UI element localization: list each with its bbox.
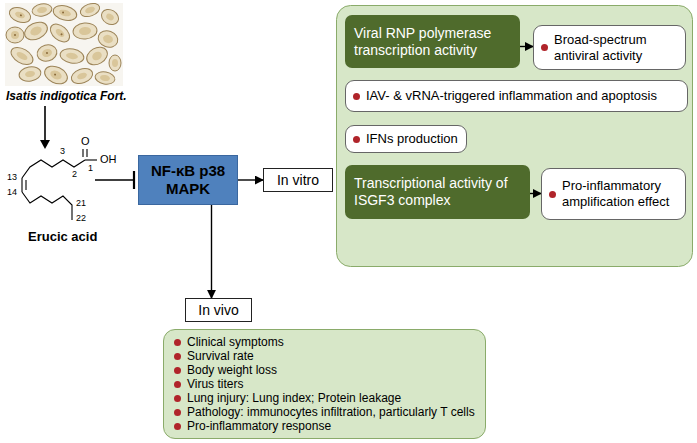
bullet-row: Survival rate	[174, 349, 475, 363]
locant-number: 1	[88, 164, 93, 173]
result-box: IFNs production	[345, 125, 467, 153]
node-text: Clinical symptoms	[187, 335, 475, 349]
erucic-acid-structure	[22, 149, 97, 220]
result-panel: Clinical symptomsSurvival rateBody weigh…	[163, 329, 486, 439]
bullet-dot	[541, 44, 548, 51]
compound-name: Erucic acid	[28, 230, 97, 243]
bullet-row: Pathology: immunocytes infiltration, par…	[174, 405, 475, 419]
panel-shapes	[337, 6, 693, 267]
bullet-dot	[549, 191, 556, 198]
locant-number: 13	[7, 173, 17, 182]
node-text: Pro-inflammatory amplification effect	[562, 178, 678, 209]
locant-number: 3	[60, 147, 65, 156]
bullet-row: IAV- & vRNA-triggered inflammation and a…	[353, 88, 680, 104]
result-box: Pro-inflammatory amplification effect	[541, 168, 686, 220]
bullet-dot	[174, 395, 181, 402]
arrow-connector	[520, 46, 533, 47]
node-text: IFNs production	[366, 131, 459, 147]
bullet-dot	[174, 381, 181, 388]
result-box: IAV- & vRNA-triggered inflammation and a…	[345, 80, 688, 112]
node-text: In vitro	[277, 172, 319, 189]
bullet-row: IFNs production	[353, 131, 459, 147]
arrow-connector	[211, 205, 212, 298]
locant-number: 22	[76, 214, 86, 223]
locant-number: 2	[72, 170, 77, 179]
section-tag: In vitro	[263, 168, 333, 192]
bullet-dot	[174, 409, 181, 416]
node-text: Transcriptional activity of ISGF3 comple…	[354, 175, 521, 209]
target-box: NF-κB p38 MAPK	[138, 155, 238, 205]
bullet-dot	[174, 353, 181, 360]
bullet-row: Lung injury: Lung index; Protein leakage	[174, 391, 475, 405]
locant-number: 21	[76, 199, 86, 208]
source-arrow	[40, 106, 50, 149]
bullet-dot	[174, 339, 181, 346]
arrow-connector	[238, 179, 263, 180]
mechanism-box: Viral RNP polymerase transcription activ…	[345, 15, 520, 68]
panel-shape	[337, 6, 693, 267]
node-text: Pathology: immunocytes infiltration, par…	[187, 405, 475, 419]
node-text: Virus titers	[187, 377, 475, 391]
node-text: Lung injury: Lung index; Protein leakage	[187, 391, 475, 405]
bullet-row: Body weight loss	[174, 363, 475, 377]
node-text: In vivo	[198, 302, 238, 319]
node-text: Pro-inflammatory response	[187, 419, 475, 433]
inhibition-line	[95, 171, 134, 189]
mechanism-box: Transcriptional activity of ISGF3 comple…	[345, 165, 530, 219]
node-text: Body weight loss	[187, 363, 475, 377]
bullet-row: Broad-spectrum antiviral activity	[541, 32, 678, 63]
atom-label: OH	[100, 154, 117, 165]
bullet-dot	[174, 423, 181, 430]
bullet-row: Pro-inflammatory response	[174, 419, 475, 433]
locant-number: 14	[7, 188, 17, 197]
bullet-row: Pro-inflammatory amplification effect	[549, 178, 678, 209]
bullet-dot	[174, 367, 181, 374]
node-text: IAV- & vRNA-triggered inflammation and a…	[366, 88, 680, 104]
section-tag: In vivo	[185, 298, 252, 322]
atom-label: O	[81, 136, 90, 147]
node-text: Broad-spectrum antiviral activity	[554, 32, 678, 63]
bullet-dot	[353, 136, 360, 143]
result-box: Broad-spectrum antiviral activity	[533, 25, 686, 70]
arrow-connector	[530, 193, 541, 194]
node-text: Viral RNP polymerase transcription activ…	[354, 25, 511, 59]
root-slices-photo	[5, 1, 123, 87]
bullet-row: Clinical symptoms	[174, 335, 475, 349]
species-name: Isatis indigotica Fort.	[6, 90, 127, 102]
bullet-dot	[353, 93, 360, 100]
node-text: Survival rate	[187, 349, 475, 363]
result-panel: Viral RNP polymerase transcription activ…	[336, 5, 693, 267]
bullet-row: Virus titers	[174, 377, 475, 391]
node-text: NF-κB p38 MAPK	[147, 162, 229, 198]
